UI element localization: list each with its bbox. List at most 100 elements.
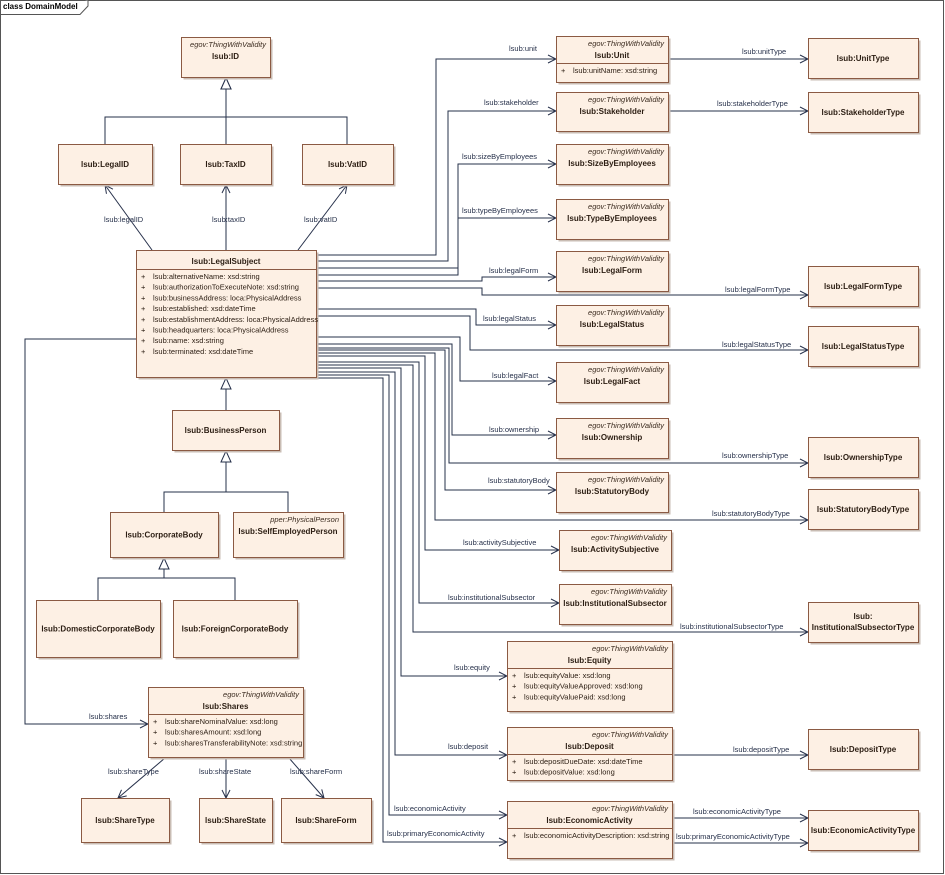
class-economic-activity-type[interactable]: lsub:EconomicActivityType <box>808 810 921 853</box>
class-name: lsub:ActivitySubjective <box>571 545 660 554</box>
class-box <box>556 251 669 292</box>
class-box <box>808 489 919 530</box>
class-size-by-employees[interactable]: egov:ThingWithValiditylsub:SizeByEmploye… <box>556 144 671 187</box>
assoc-statutory-body-type <box>317 352 808 520</box>
edge-label-stakeholder-type: lsub:stakeholderType <box>717 99 788 108</box>
attribute-visibility: + <box>141 283 146 292</box>
class-name: lsub:Stakeholder <box>580 107 645 116</box>
class-stereotype: egov:ThingWithValidity <box>588 202 665 211</box>
class-name: lsub:Unit <box>595 51 630 60</box>
class-tax-id[interactable]: lsub:TaxID <box>180 144 274 187</box>
class-shares[interactable]: egov:ThingWithValiditylsub:Shares+lsub:s… <box>148 687 306 760</box>
assoc-legal-form-type <box>317 287 808 295</box>
class-attribute: lsub:equityValuePaid: xsd:long <box>524 692 626 701</box>
class-legal-subject[interactable]: lsub:LegalSubject+lsub:alternativeName: … <box>136 250 319 380</box>
class-share-state[interactable]: lsub:ShareState <box>199 798 275 845</box>
edge-label-legal-form: lsub:legalForm <box>489 266 538 275</box>
class-name: lsub:LegalForm <box>582 266 642 275</box>
edge-label-stakeholder: lsub:stakeholder <box>484 98 539 107</box>
class-name: lsub:ForeignCorporateBody <box>182 625 289 634</box>
edge-label-legal-id: lsub:legalID <box>104 215 144 224</box>
class-self-employed-person[interactable]: pper:PhysicalPerson lsub:SelfEmployedPers… <box>233 512 346 560</box>
edge-label-primary-economic-activity-type: lsub:primaryEconomicActivityType <box>676 832 790 841</box>
class-stereotype: pper:PhysicalPerson <box>269 515 339 524</box>
class-stereotype: egov:ThingWithValidity <box>223 690 300 699</box>
class-legal-id[interactable]: lsub:LegalID <box>58 144 155 187</box>
class-foreign-corporate-body[interactable]: lsub:ForeignCorporateBody <box>173 600 300 660</box>
class-box <box>81 798 170 843</box>
class-ownership-type[interactable]: lsub:OwnershipType <box>808 437 921 480</box>
attribute-visibility: + <box>141 347 146 356</box>
edge-label-legal-status: lsub:legalStatus <box>483 314 536 323</box>
edge-label-deposit-type: lsub:depositType <box>733 745 789 754</box>
class-stereotype: egov:ThingWithValidity <box>588 95 665 104</box>
generalization-domestic-corporate-body <box>97 556 170 600</box>
class-box <box>556 92 669 132</box>
class-deposit[interactable]: egov:ThingWithValiditylsub:Deposit+lsub:… <box>507 727 675 783</box>
class-statutory-body-type[interactable]: lsub:StatutoryBodyType <box>808 489 921 532</box>
class-box <box>808 602 919 643</box>
edge-label-legal-status-type: lsub:legalStatusType <box>722 340 791 349</box>
attribute-visibility: + <box>561 66 566 75</box>
class-business-person[interactable]: lsub:BusinessPerson <box>172 410 282 453</box>
class-name: lsub:LegalStatusType <box>822 342 905 351</box>
class-name: lsub:LegalID <box>81 160 129 169</box>
class-attribute: lsub:equityValueApproved: xsd:long <box>524 682 643 691</box>
class-box <box>808 38 919 79</box>
assoc-stakeholder <box>317 111 556 262</box>
class-box <box>507 641 673 712</box>
class-stereotype: egov:ThingWithValidity <box>591 587 668 596</box>
assoc-vat-id <box>297 185 347 251</box>
class-attribute: lsub:depositValue: xsd:long <box>524 768 615 777</box>
class-unit[interactable]: egov:ThingWithValiditylsub:Unit+lsub:uni… <box>556 36 671 85</box>
class-vat-id[interactable]: lsub:VatID <box>302 144 396 187</box>
assoc-equity <box>317 367 507 676</box>
class-domestic-corporate-body[interactable]: lsub:DomesticCorporateBody <box>36 600 163 660</box>
assoc-deposit <box>317 371 507 755</box>
class-share-type[interactable]: lsub:ShareType <box>81 798 172 845</box>
class-name: lsub:SizeByEmployees <box>568 159 656 168</box>
class-institutional-subsector[interactable]: egov:ThingWithValiditylsub:Institutional… <box>559 584 674 627</box>
class-name: lsub:Shares <box>203 702 249 711</box>
edge-label-legal-form-type: lsub:legalFormType <box>725 285 790 294</box>
class-box <box>559 584 672 625</box>
class-unit-type[interactable]: lsub:UnitType <box>808 38 921 81</box>
class-institutional-subsector-type[interactable]: lsub:InstitutionalSubsectorType <box>808 602 921 645</box>
class-box <box>507 801 673 859</box>
class-legal-form-type[interactable]: lsub:LegalFormType <box>808 266 921 309</box>
class-equity[interactable]: egov:ThingWithValiditylsub:Equity+lsub:e… <box>507 641 675 714</box>
assoc-activity-subjective <box>317 355 559 550</box>
class-activity-subjective[interactable]: egov:ThingWithValidity lsub:ActivitySubje… <box>559 530 674 573</box>
class-stakeholder-type[interactable]: lsub:StakeholderType <box>808 92 921 135</box>
edge-label-economic-activity: lsub:economicActivity <box>394 804 466 813</box>
generalization-vat-id <box>226 116 348 144</box>
class-attribute: lsub:depositDueDate: xsd:dateTime <box>524 757 643 766</box>
assoc-institutional-subsector <box>317 361 559 603</box>
class-corporate-body[interactable]: lsub:CorporateBody <box>110 512 221 560</box>
edge-label-institutional-subsector-type: lsub:institutionalSubsectorType <box>680 622 783 631</box>
class-box <box>181 37 271 78</box>
class-type-by-employees[interactable]: egov:ThingWithValiditylsub:TypeByEmploye… <box>556 199 671 242</box>
assoc-primary-economic-activity <box>317 377 507 842</box>
class-deposit-type[interactable]: lsub:DepositType <box>808 729 921 772</box>
edge-label-ownership: lsub:ownership <box>489 425 539 434</box>
class-name: InstitutionalSubsectorType <box>812 623 915 632</box>
assoc-unit <box>317 59 556 256</box>
class-stereotype: egov:ThingWithValidity <box>592 804 669 813</box>
class-economic-activity[interactable]: egov:ThingWithValiditylsub:EconomicActiv… <box>507 801 675 861</box>
class-share-form[interactable]: lsub:ShareForm <box>281 798 374 845</box>
edge-label-statutory-body-type: lsub:statutoryBodyType <box>712 509 790 518</box>
class-legal-status-type[interactable]: lsub:LegalStatusType <box>808 326 921 369</box>
class-name: lsub:SelfEmployedPerson <box>238 527 337 536</box>
class-stereotype: egov:ThingWithValidity <box>591 533 668 542</box>
attribute-visibility: + <box>141 293 146 302</box>
attribute-visibility: + <box>512 768 517 777</box>
class-stakeholder[interactable]: egov:ThingWithValidity lsub:Stakeholder <box>556 92 671 134</box>
